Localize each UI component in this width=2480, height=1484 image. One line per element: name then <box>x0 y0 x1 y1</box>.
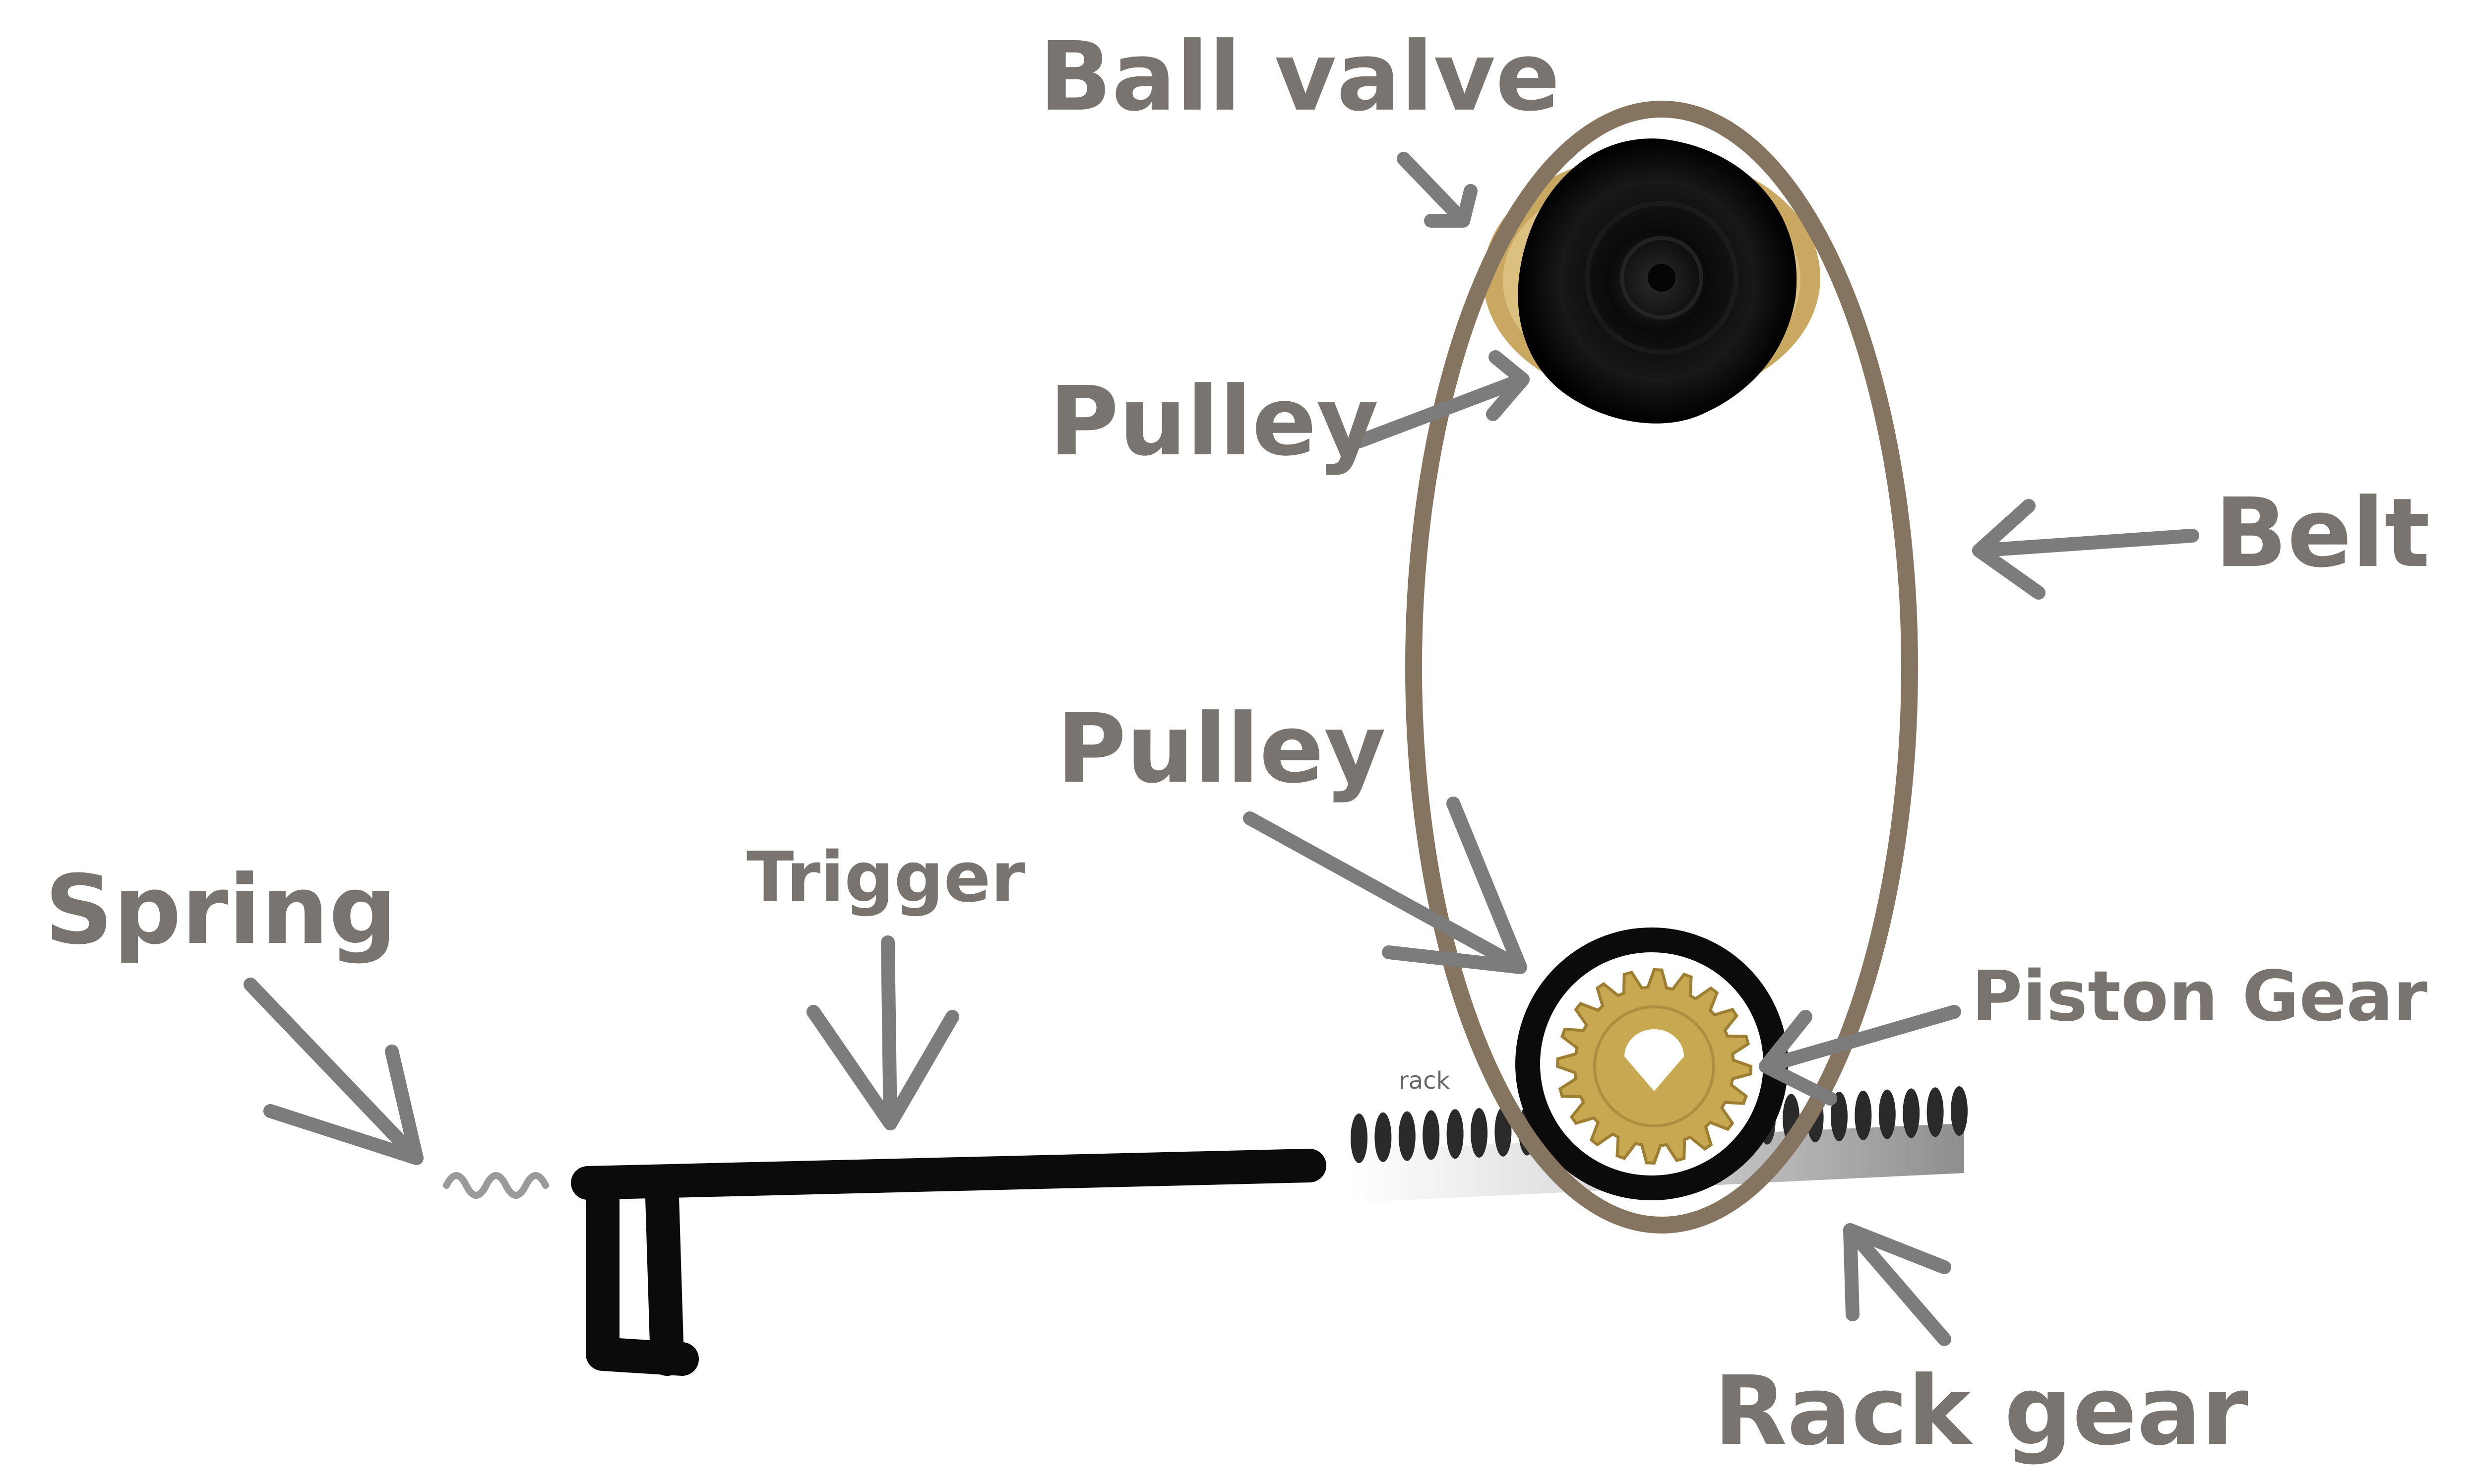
rack-tooth <box>1831 1092 1848 1141</box>
pulley-top-arrow <box>1352 350 1530 448</box>
rack-tooth <box>1471 1108 1488 1158</box>
rack-tooth <box>1903 1088 1920 1138</box>
trigger-arrow <box>806 935 959 1130</box>
piston-gear-hole <box>1624 1029 1684 1091</box>
spring <box>443 1172 549 1199</box>
ball-valve-label: Ball valve <box>1039 22 1560 132</box>
piston-gear-label: Piston Gear <box>1972 956 2427 1037</box>
piston-gear-arrow <box>1759 1005 1961 1106</box>
trigger-label: Trigger <box>746 837 1025 918</box>
belt-arrow <box>1972 499 2199 600</box>
rack-tooth <box>1423 1110 1440 1160</box>
pulley-bottom-label: Pulley <box>1056 694 1386 804</box>
ball-valve-arrow <box>1397 152 1478 228</box>
spring-arrow <box>244 978 424 1165</box>
piston-gear <box>1555 968 1753 1165</box>
rack-gear-arrow <box>1843 1223 1951 1346</box>
rack-gear-label: Rack gear <box>1714 1356 2248 1467</box>
spring-label: Spring <box>45 855 397 966</box>
rack-tooth <box>1878 1089 1896 1139</box>
pulley-bottom-arrow <box>1243 797 1527 974</box>
rack-tooth <box>1398 1111 1416 1161</box>
rack-small-label: rack <box>1399 1067 1450 1095</box>
rack-tooth <box>1951 1086 1968 1136</box>
top-pulley <box>1518 138 1797 424</box>
rack-tooth <box>1926 1087 1944 1137</box>
belt-label: Belt <box>2215 478 2430 589</box>
piston-gear-hub <box>1593 1005 1715 1127</box>
belt <box>1405 101 1918 1234</box>
rack-tooth <box>1446 1109 1464 1159</box>
rack-tooth <box>1351 1113 1367 1163</box>
pulley-top-label: Pulley <box>1049 367 1379 477</box>
rack-tooth <box>1855 1090 1872 1140</box>
trigger <box>571 1149 1326 1376</box>
rack-tooth <box>1374 1112 1392 1162</box>
